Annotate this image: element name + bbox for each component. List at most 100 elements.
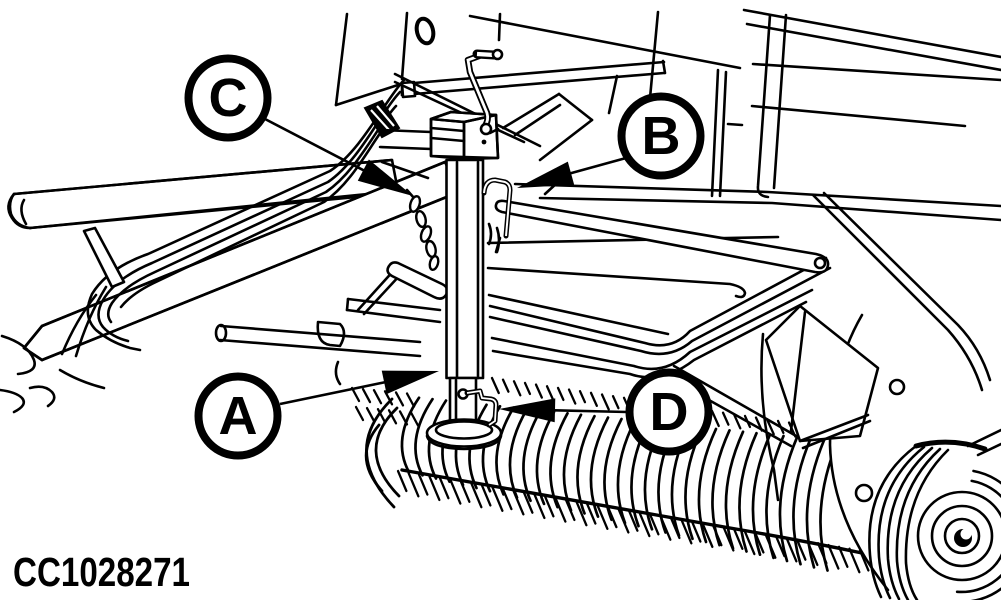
machine-body-panels-stroke [772,13,788,190]
stubble-hatching-lower-stroke [806,540,819,567]
stubble-hatching-lower-stroke [428,475,441,502]
drive-pulley [811,191,1001,600]
stubble-hatching-lower-stroke [659,515,672,541]
stubble-hatching-upper-stroke [523,381,532,396]
machine-body-panels [513,8,1001,222]
safety-chain-stroke [428,254,440,272]
callout-arrowhead [381,370,439,395]
machine-body-panels-stroke [745,22,1001,72]
stubble-hatching-lower-stroke [596,504,609,530]
stubble-hatching-lower-stroke [774,534,786,558]
underbody-lines-stroke [487,222,493,246]
stubble-hatching-lower-stroke [638,511,651,538]
drive-pulley-stroke [960,528,972,540]
callout-letter: A [219,386,258,446]
pickup-frame-stroke [488,266,832,356]
stubble-hatching-lower-stroke [512,489,525,516]
pickup-reel-tines-stroke [805,438,826,569]
pickup-frame [488,199,832,448]
hydraulic-hoses-stroke [376,105,395,127]
crop-shield-stroke [801,419,872,450]
crop-shield [760,304,880,502]
front-panel-stroke [414,16,436,46]
stubble-hatching-upper-stroke [490,376,500,395]
stubble-hatching-upper-stroke [361,387,372,404]
stubble-hatching-lower-stroke [711,524,723,547]
stubble-hatching-lower-stroke [575,500,588,527]
pickup-reel-tines-stroke [738,431,758,553]
tongue-drawbar-stroke [58,368,106,390]
hydraulic-hoses-stroke [86,78,406,352]
jack-assembly-stroke [483,178,512,237]
drive-pulley-stroke [868,444,918,599]
tongue-drawbar-stroke [28,385,56,408]
callout-leader-line [564,156,627,176]
stubble-hatching-upper-stroke [732,413,742,430]
drive-pulley-stroke [970,469,1001,600]
front-panel-stroke [334,12,349,107]
tongue-drawbar-stroke [40,190,461,362]
jack-assembly-stroke [481,139,487,145]
stubble-hatching-upper-stroke [387,409,398,425]
pickup-reel-tines-stroke [576,414,596,515]
callout-leader-line [279,379,391,406]
stubble-hatching-upper-stroke [578,390,587,404]
pickup-reel-tines-stroke [364,423,384,493]
windguard-rail-stroke [538,118,594,162]
stubble-hatching-lower-stroke [459,480,471,503]
front-panel [334,11,742,107]
front-panel-stroke [497,12,502,42]
pickup-frame-stroke [488,256,828,347]
stubble-hatching-upper-stroke [350,386,361,403]
hydraulic-hoses-stroke [97,90,402,343]
stubble-hatching-lower-stroke [417,473,429,496]
stubble-hatching-upper-stroke [394,391,405,407]
pickup-reel-tines-stroke [400,468,864,555]
drive-pulley-stroke [888,378,906,396]
windguard-rail-stroke [661,59,667,75]
hydraulic-hoses [60,78,406,358]
safety-chain-stroke [408,195,422,213]
stubble-hatching-upper-stroke [600,393,610,411]
tongue-drawbar-stroke [7,192,32,230]
callout-circle [617,92,705,180]
pickup-frame-stroke [813,256,827,270]
windguard-rail-stroke [400,60,666,86]
machine-body-panels-stroke [710,68,720,198]
lift-linkage-stroke [345,308,442,324]
stubble-hatching-lower-stroke [627,509,639,532]
windguard-rail-stroke [400,71,666,97]
stubble-hatching-lower-stroke [407,471,420,498]
stubble-hatching-lower-stroke [480,484,492,507]
hydraulic-hoses-stroke [363,99,401,139]
stubble-hatching-lower-stroke [449,478,462,505]
hydraulic-hoses-stroke [119,116,394,309]
stubble-hatching-lower-stroke [554,496,567,523]
jack-assembly-stroke [378,145,433,151]
safety-chain-stroke [415,209,427,229]
callout-a: A [194,370,439,460]
hydraulic-hoses-stroke [82,226,126,289]
stubble-hatching-upper-stroke [567,388,577,405]
pickup-reel-tines-stroke [724,430,745,550]
stubble-hatching-lower-stroke [795,538,807,561]
callout-circle [194,372,282,460]
drive-pulley-stroke [854,483,874,503]
stubble-hatching-upper-stroke [512,380,522,397]
tongue-drawbar-stroke [28,191,400,230]
stubble-hatching-lower-stroke [438,477,450,500]
stubble-hatching-lower-stroke [785,536,798,563]
drive-pulley-stroke [966,428,1001,448]
callout-letter: C [209,68,248,128]
hydraulic-hoses-stroke [60,293,98,356]
drive-pulley-stroke [904,448,950,600]
pickup-frame-stroke [491,300,808,379]
jack-assembly-stroke [494,236,502,254]
jack-assembly [378,48,513,451]
stubble-hatching-lower-stroke [732,527,744,550]
lift-linkage-stroke [316,320,346,348]
drive-pulley-stroke [913,439,988,452]
lift-linkage-stroke [219,324,422,344]
drive-pulley-stroke [976,442,1001,457]
